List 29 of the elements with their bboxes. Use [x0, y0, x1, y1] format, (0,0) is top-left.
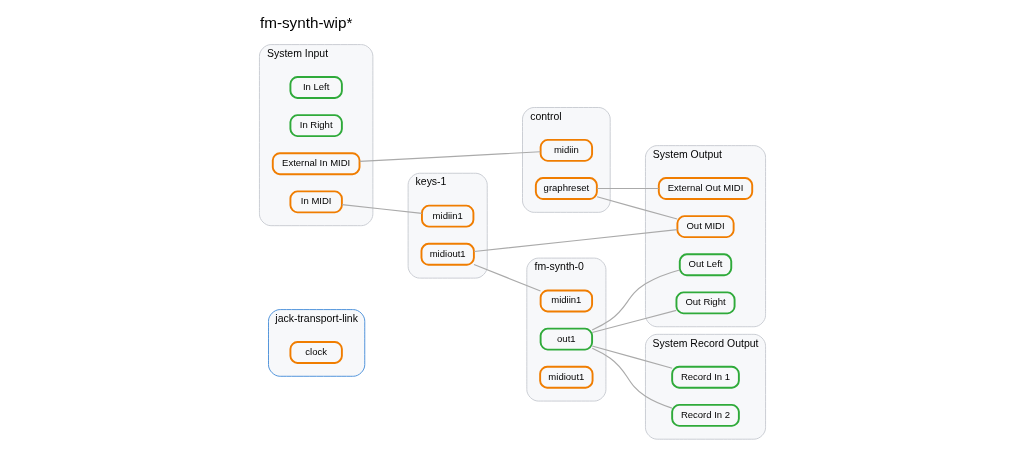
connector: [591, 345, 673, 369]
node-box: clock: [288, 341, 343, 364]
node-box: midiout1: [420, 242, 475, 266]
connector: [596, 196, 678, 220]
node-box: midiin: [539, 138, 593, 162]
diagram-title: fm-synth-wip*: [259, 14, 352, 32]
connector: [341, 204, 422, 214]
connector: [358, 151, 541, 162]
node-box: midiin1: [420, 204, 474, 228]
node-box: In Left: [288, 76, 343, 99]
node-box: out1: [539, 327, 593, 351]
node-box: Out Left: [678, 253, 732, 277]
connector: [596, 187, 659, 190]
node-box: In Right: [288, 114, 343, 138]
node-box: Out Right: [675, 291, 736, 315]
node-box: midiin1: [539, 289, 593, 313]
node-box: Record In 2: [670, 403, 740, 427]
connector: [591, 269, 680, 331]
node-box: In MIDI: [288, 190, 343, 214]
node-box: graphreset: [534, 177, 598, 200]
connector: [591, 309, 677, 334]
connector: [591, 347, 672, 409]
node-box: External Out MIDI: [657, 177, 753, 200]
connector: [472, 263, 541, 292]
node-box: Out MIDI: [675, 215, 735, 239]
node-box: Record In 1: [670, 365, 740, 389]
node-box: midiout1: [538, 365, 593, 389]
connector: [473, 229, 678, 253]
node-box: External In MIDI: [271, 152, 360, 176]
